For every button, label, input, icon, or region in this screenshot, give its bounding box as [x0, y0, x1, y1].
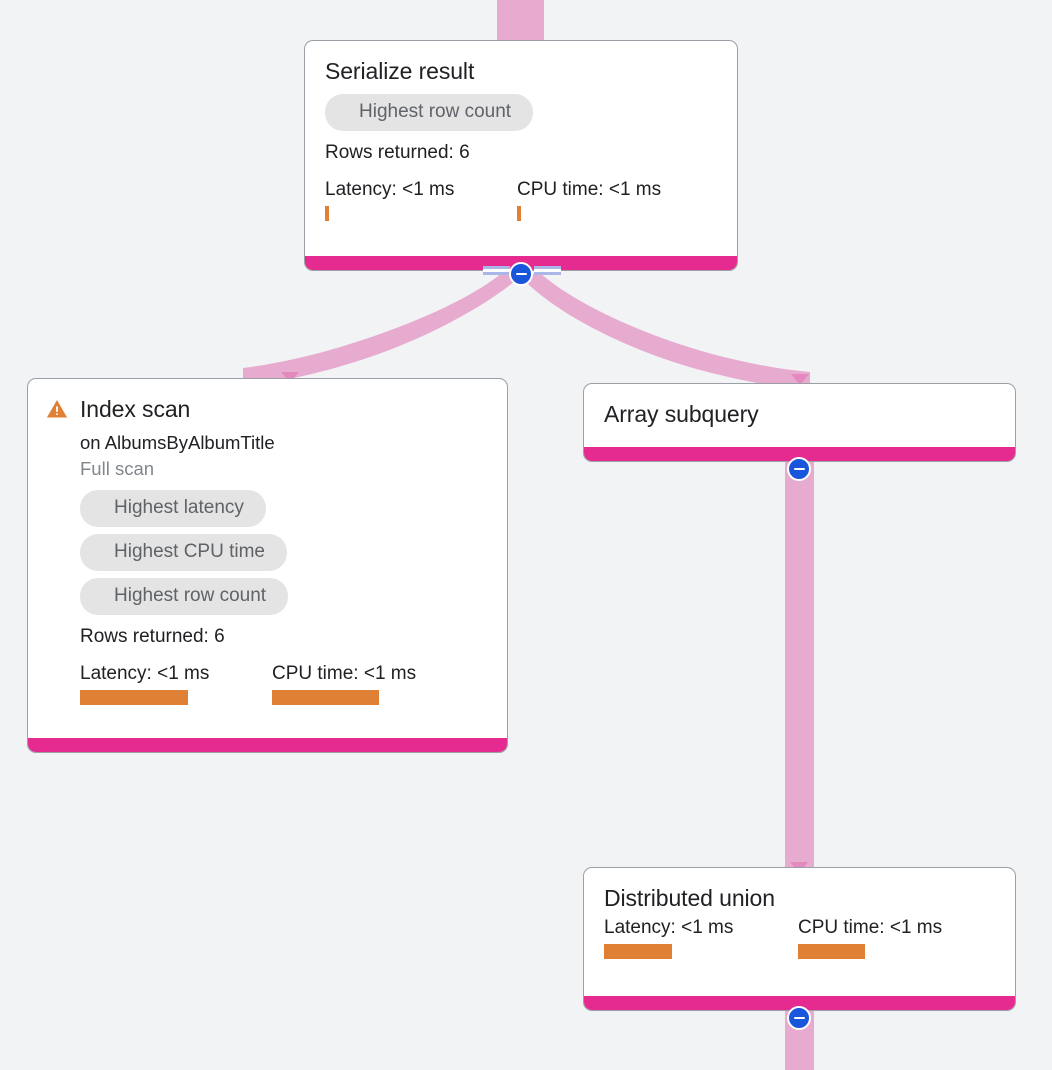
metric-bar-fill-cpu-time [517, 206, 521, 221]
metric-latency-index-scan: Latency: <1 ms [80, 662, 272, 705]
chip-list-index-scan: Highest latency Highest CPU time Highest… [80, 490, 487, 615]
rows-returned-serialize-result: Rows returned: 6 [325, 142, 470, 163]
rail-left-bottom [483, 272, 510, 275]
rows-returned-index-scan: Rows returned: 6 [80, 626, 225, 647]
collapse-toggle-distributed-union[interactable] [787, 1006, 811, 1030]
metric-bar-track-latency [604, 944, 798, 959]
metric-cpu-distributed-union: CPU time: <1 ms [798, 916, 942, 959]
node-body-array-subquery: Array subquery [584, 384, 1015, 447]
chip-highest-latency: Highest latency [80, 490, 266, 527]
node-accent-bar-index-scan [28, 738, 507, 752]
metrics-row-serialize-result: Latency: <1 ms CPU time: <1 ms [325, 178, 717, 221]
metric-bar-fill-cpu-time [272, 690, 379, 705]
node-title-index-scan: Index scan [80, 396, 191, 422]
metric-label-latency: Latency: <1 ms [604, 917, 734, 938]
node-detail-index-scan: on AlbumsByAlbumTitle Full scan Highest … [46, 430, 487, 705]
plan-node-index-scan[interactable]: Index scan on AlbumsByAlbumTitle Full sc… [27, 378, 508, 753]
node-title-distributed-union: Distributed union [604, 885, 775, 911]
node-body-distributed-union: Distributed union Latency: <1 ms CPU tim… [584, 868, 1015, 996]
node-title-array-subquery: Array subquery [604, 401, 759, 427]
node-title-row-index-scan: Index scan [46, 395, 487, 423]
node-title-row-distributed-union: Distributed union [604, 884, 995, 912]
node-title-row-serialize-result: Serialize result [325, 57, 717, 85]
metric-label-latency: Latency: <1 ms [325, 179, 455, 200]
node-subtitle-index-scan: on AlbumsByAlbumTitle [80, 432, 275, 453]
metric-label-cpu-time: CPU time: <1 ms [517, 179, 662, 200]
metric-label-latency: Latency: <1 ms [80, 663, 210, 684]
plan-node-array-subquery[interactable]: Array subquery [583, 383, 1016, 462]
collapse-toggle-serialize-result[interactable] [509, 262, 533, 286]
plan-node-distributed-union[interactable]: Distributed union Latency: <1 ms CPU tim… [583, 867, 1016, 1011]
metric-bar-fill-latency [325, 206, 329, 221]
node-body-serialize-result: Serialize result Highest row count Rows … [305, 41, 737, 256]
metric-bar-track-latency [80, 690, 272, 705]
chip-list-serialize-result: Highest row count [325, 94, 717, 131]
metric-latency-distributed-union: Latency: <1 ms [604, 916, 798, 959]
metric-label-cpu-time: CPU time: <1 ms [272, 663, 417, 684]
rail-right-bottom [534, 272, 561, 275]
metric-bar-fill-latency [80, 690, 188, 705]
node-title-row-array-subquery: Array subquery [604, 400, 995, 428]
metric-bar-fill-cpu-time [798, 944, 865, 959]
collapse-toggle-array-subquery[interactable] [787, 457, 811, 481]
metrics-row-distributed-union: Latency: <1 ms CPU time: <1 ms [604, 916, 995, 959]
metric-bar-fill-latency [604, 944, 672, 959]
metric-bar-track-cpu-time [272, 690, 416, 705]
chip-highest-row-count: Highest row count [80, 578, 289, 615]
warning-triangle-icon [46, 400, 68, 418]
chip-highest-cpu-time: Highest CPU time [80, 534, 287, 571]
metrics-row-index-scan: Latency: <1 ms CPU time: <1 ms [80, 662, 487, 705]
node-accent-bar-distributed-union [584, 996, 1015, 1010]
metric-bar-track-cpu-time [517, 206, 661, 221]
metric-bar-track-cpu-time [798, 944, 942, 959]
metric-latency-serialize-result: Latency: <1 ms [325, 178, 517, 221]
node-accent-bar-array-subquery [584, 447, 1015, 461]
node-subtitle-muted-index-scan: Full scan [80, 458, 155, 479]
metric-cpu-index-scan: CPU time: <1 ms [272, 662, 416, 705]
metric-bar-track-latency [325, 206, 517, 221]
plan-node-serialize-result[interactable]: Serialize result Highest row count Rows … [304, 40, 738, 271]
node-body-index-scan: Index scan on AlbumsByAlbumTitle Full sc… [28, 379, 507, 738]
node-title-serialize-result: Serialize result [325, 58, 475, 84]
metric-label-cpu-time: CPU time: <1 ms [798, 917, 943, 938]
metric-cpu-serialize-result: CPU time: <1 ms [517, 178, 661, 221]
chip-highest-row-count: Highest row count [325, 94, 534, 131]
